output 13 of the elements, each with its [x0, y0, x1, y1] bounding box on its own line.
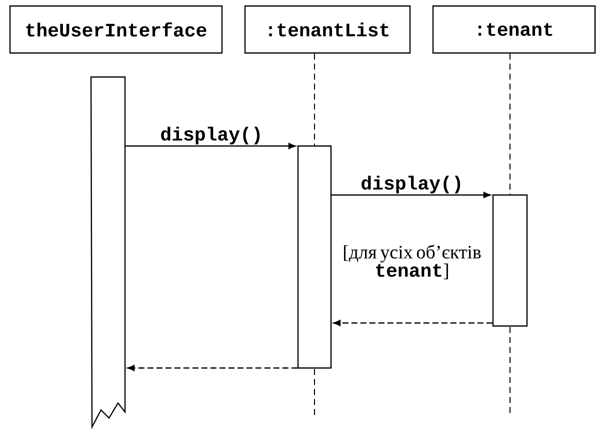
- message-label: display(): [161, 126, 260, 144]
- return-arrow: [333, 320, 492, 326]
- object-box: :tenant: [432, 5, 596, 54]
- lifeline: [314, 53, 315, 146]
- object-box: theUserInterface: [9, 5, 223, 54]
- message-arrow: [126, 142, 296, 150]
- return-arrow: [127, 364, 298, 372]
- message-arrow: [332, 192, 491, 198]
- object-box: :tenantList: [244, 5, 411, 54]
- activation-bar: [297, 145, 332, 369]
- message-label: display(): [362, 176, 460, 194]
- guard-condition: [для усіх об’єктів tenant]: [344, 244, 481, 280]
- activation-bar: [492, 194, 528, 327]
